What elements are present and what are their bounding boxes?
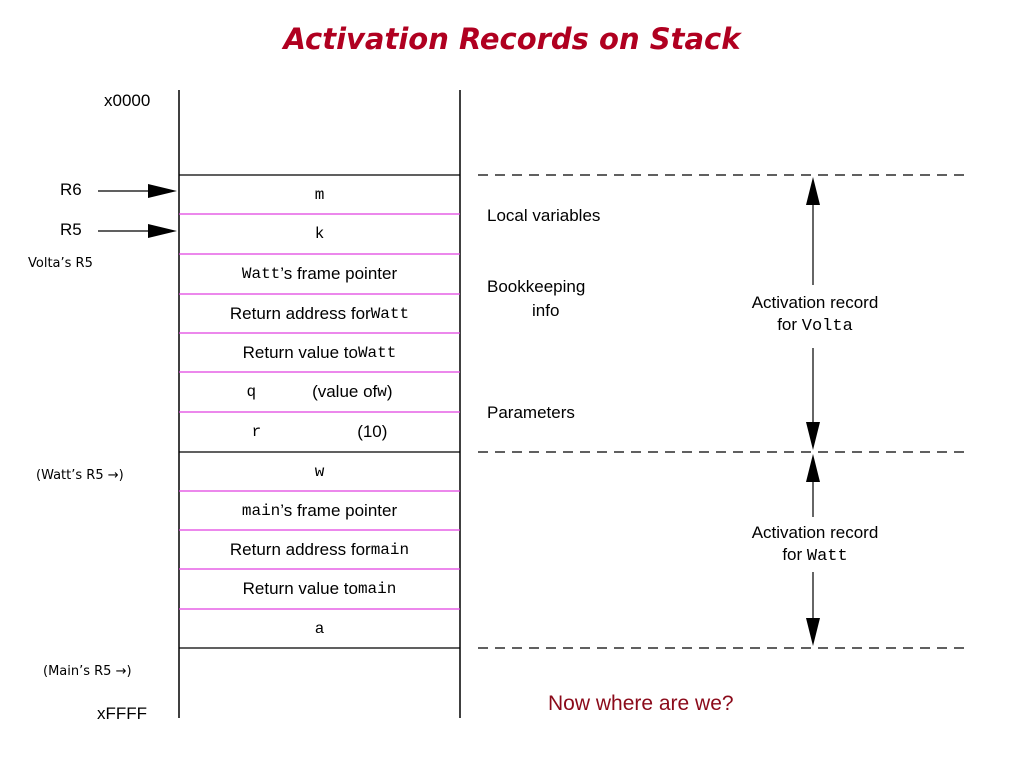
page-title: Activation Records on Stack: [283, 22, 741, 56]
cell-code: main: [370, 540, 410, 559]
cell-text: (10): [357, 421, 388, 441]
stack-cell-watt-frame-pointer: Watt’s frame pointer: [180, 254, 459, 293]
address-top: x0000: [104, 91, 151, 110]
cell-code: k: [314, 224, 325, 243]
address-bottom: xFFFF: [97, 704, 148, 723]
activation-record-for: for: [777, 315, 802, 334]
cell-code: main: [357, 579, 397, 598]
stack-cell-k: k: [180, 214, 459, 253]
r5-arrow-head: [148, 224, 177, 238]
activation-record-volta: Activation record for Volta: [715, 292, 915, 338]
region-bookkeeping: Bookkeeping: [487, 277, 586, 296]
region-parameters: Parameters: [487, 403, 575, 422]
cell-text-2: ): [386, 381, 393, 401]
volta-r5-note: Volta’s R5: [28, 256, 93, 271]
watt-up-arrow-head: [806, 454, 820, 482]
stack-cell-a: a: [180, 609, 459, 648]
stack-cell-w: w: [180, 452, 459, 491]
cell-code: a: [314, 619, 325, 638]
volta-down-arrow-head: [806, 422, 820, 450]
watt-down-arrow-head: [806, 618, 820, 646]
cell-text: Return value to: [242, 578, 358, 598]
region-bookkeeping-info: info: [532, 301, 560, 320]
stack-cell-m: m: [180, 175, 459, 214]
question-text: Now where are we?: [548, 692, 734, 715]
activation-record-function: Watt: [806, 547, 848, 566]
activation-record-function: Volta: [801, 317, 853, 336]
cell-text: Return value to: [242, 342, 358, 362]
cell-text: Return address for: [229, 303, 371, 323]
region-local-variables: Local variables: [487, 206, 601, 225]
cell-code-2: w: [377, 382, 387, 401]
stack-cell-param-q: q (value of w): [180, 372, 459, 411]
cell-code: w: [314, 462, 325, 481]
cell-code: Watt: [241, 264, 281, 283]
volta-up-arrow-head: [806, 177, 820, 205]
stack-cell-return-value-main: Return value to main: [180, 569, 459, 608]
cell-text: ’s frame pointer: [280, 500, 398, 520]
r6-arrow-head: [148, 184, 177, 198]
cell-code: r: [251, 422, 262, 441]
cell-code: Watt: [370, 304, 410, 323]
cell-text: (value of: [312, 381, 378, 401]
cell-code: Watt: [357, 343, 397, 362]
register-r5: R5: [60, 220, 82, 239]
stack-cell-return-value-watt: Return value to Watt: [180, 333, 459, 372]
cell-text: ’s frame pointer: [280, 263, 398, 283]
activation-record-title: Activation record: [751, 523, 879, 542]
cell-dividers: [179, 213, 460, 610]
stack-cell-return-address-watt: Return address for Watt: [180, 294, 459, 333]
cell-text: Return address for: [229, 539, 371, 559]
cell-code: m: [314, 185, 325, 204]
stack-cell-return-address-main: Return address for main: [180, 530, 459, 569]
register-r6: R6: [60, 180, 82, 199]
watt-r5-note: (Watt’s R5 →): [36, 468, 124, 483]
activation-record-for: for: [782, 545, 807, 564]
cell-code: main: [241, 501, 281, 520]
cell-code: q: [246, 382, 257, 401]
stack-cell-main-frame-pointer: main’s frame pointer: [180, 491, 459, 530]
activation-record-title: Activation record: [751, 293, 879, 312]
activation-record-watt: Activation record for Watt: [715, 522, 915, 568]
main-r5-note: (Main’s R5 →): [43, 664, 132, 679]
stack-cell-param-r: r (10): [180, 412, 459, 451]
